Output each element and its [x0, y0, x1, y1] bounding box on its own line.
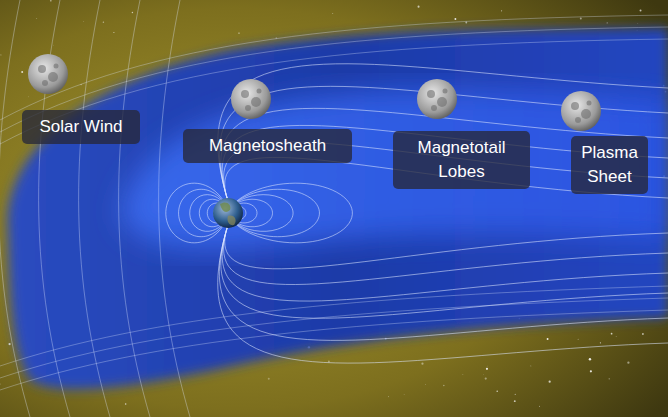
star [443, 385, 445, 387]
star [332, 13, 334, 15]
magnetotail-glow [120, 90, 668, 250]
region-label: Plasma Sheet [579, 141, 640, 189]
star [83, 21, 85, 23]
tail-line [225, 225, 668, 269]
star [611, 333, 613, 335]
star [125, 403, 127, 405]
star [485, 377, 487, 379]
tail-line [221, 225, 668, 318]
star [27, 96, 29, 98]
moon-icon [417, 79, 457, 119]
star [238, 32, 239, 33]
dipole-line [228, 183, 352, 243]
solar-wind-line [0, 0, 30, 417]
star [607, 22, 608, 23]
star [642, 333, 644, 335]
tail-line [222, 225, 668, 301]
star [103, 21, 104, 22]
star [425, 384, 427, 386]
region-label: Magnetosheath [191, 134, 344, 158]
star [328, 361, 330, 363]
star [549, 381, 551, 383]
star [515, 394, 516, 395]
label-box: Magnetotail Lobes [393, 131, 530, 189]
tail-line [219, 225, 668, 340]
star [36, 18, 38, 20]
star [388, 396, 389, 397]
star [0, 383, 1, 384]
earth [213, 198, 243, 228]
star [501, 10, 502, 11]
magnetopause-line [0, 310, 668, 390]
star [577, 338, 579, 340]
star [530, 365, 532, 367]
moon-icon [561, 91, 601, 131]
star [0, 54, 1, 55]
star [486, 368, 488, 370]
magnetosphere-region [8, 28, 668, 389]
star [615, 336, 617, 338]
star [627, 362, 629, 364]
region-label: Solar Wind [30, 115, 132, 139]
star [547, 338, 549, 340]
star [113, 32, 114, 33]
label-box: Magnetosheath [183, 129, 352, 163]
star [609, 378, 610, 379]
magnetopause-line [0, 286, 668, 366]
star [589, 358, 591, 360]
star [132, 12, 133, 13]
star [486, 365, 488, 367]
star [454, 18, 456, 20]
star [421, 363, 423, 365]
magnetopause-line [0, 298, 668, 378]
star [600, 342, 601, 343]
star [483, 374, 485, 376]
star [21, 71, 23, 73]
star [580, 18, 582, 20]
star [53, 44, 55, 46]
tail-line [218, 225, 668, 363]
star [465, 22, 467, 24]
tail-line [224, 225, 668, 285]
moon-icon [231, 79, 271, 119]
solar-wind-line [119, 0, 150, 417]
star [496, 390, 498, 392]
moon-icon [28, 54, 68, 94]
star [8, 343, 10, 345]
star [539, 405, 541, 407]
star [418, 6, 420, 8]
region-label: Magnetotail Lobes [401, 136, 522, 184]
solar-wind-line [159, 0, 190, 417]
label-box: Plasma Sheet [571, 136, 648, 194]
star [462, 373, 464, 375]
star [50, 0, 52, 2]
star [590, 370, 592, 372]
star [637, 23, 639, 25]
label-box: Solar Wind [22, 110, 140, 144]
star [268, 378, 270, 380]
star [640, 10, 642, 12]
star [514, 400, 516, 402]
star [403, 393, 405, 395]
